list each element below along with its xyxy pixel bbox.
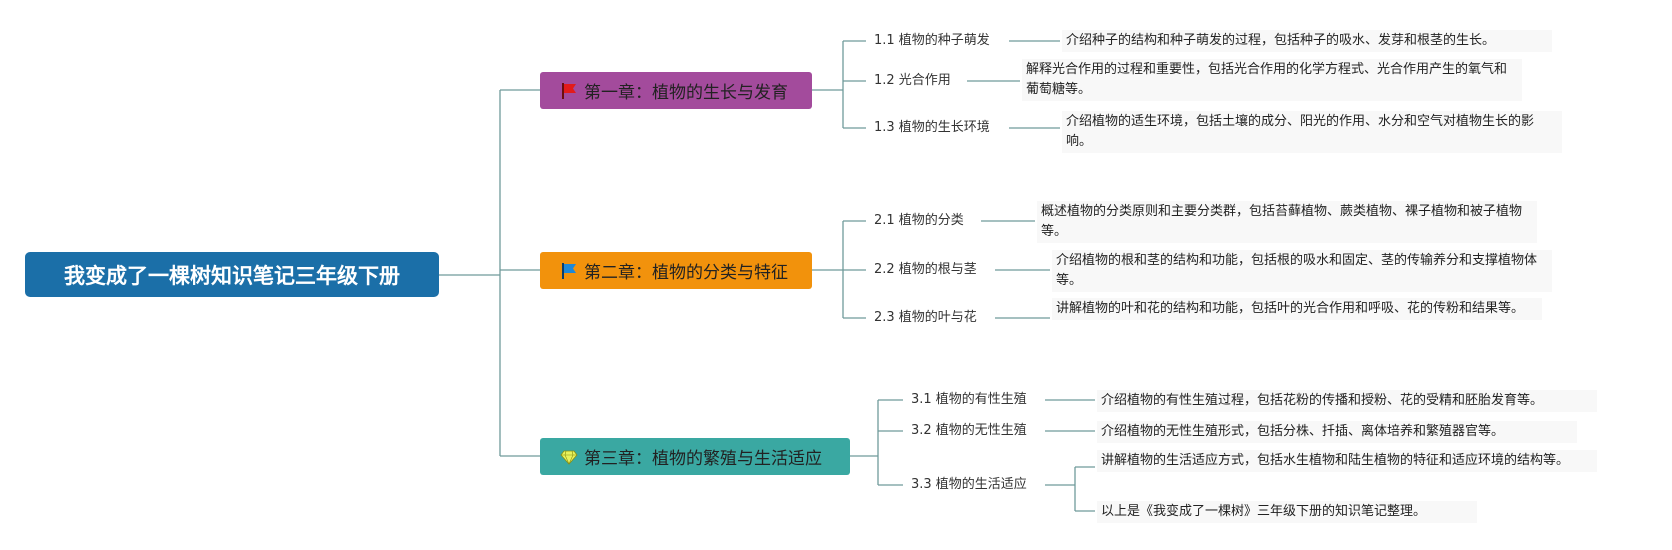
section-2-3[interactable]: 2.3 植物的叶与花 <box>874 310 977 325</box>
section-1-2[interactable]: 1.2 光合作用 <box>874 73 951 88</box>
section-2-2-description: 介绍植物的根和茎的结构和功能，包括根的吸水和固定、茎的传输养分和支撑植物体等。 <box>1052 250 1552 292</box>
chapter-1-node[interactable]: 第一章：植物的生长与发育 <box>540 72 812 109</box>
section-1-3[interactable]: 1.3 植物的生长环境 <box>874 120 990 135</box>
blue-flag-icon <box>558 260 580 282</box>
section-3-1[interactable]: 3.1 植物的有性生殖 <box>911 392 1027 407</box>
section-3-2-description: 介绍植物的无性生殖形式，包括分株、扦插、离体培养和繁殖器官等。 <box>1097 421 1577 443</box>
red-flag-icon <box>558 80 580 102</box>
section-2-3-description: 讲解植物的叶和花的结构和功能，包括叶的光合作用和呼吸、花的传粉和结果等。 <box>1052 298 1542 320</box>
section-2-2[interactable]: 2.2 植物的根与茎 <box>874 262 977 277</box>
section-1-1[interactable]: 1.1 植物的种子萌发 <box>874 33 990 48</box>
summary-note: 以上是《我变成了一棵树》三年级下册的知识笔记整理。 <box>1097 501 1477 523</box>
section-3-2[interactable]: 3.2 植物的无性生殖 <box>911 423 1027 438</box>
section-1-1-description: 介绍种子的结构和种子萌发的过程，包括种子的吸水、发芽和根茎的生长。 <box>1062 30 1552 52</box>
section-3-1-description: 介绍植物的有性生殖过程，包括花粉的传播和授粉、花的受精和胚胎发育等。 <box>1097 390 1597 412</box>
section-3-3[interactable]: 3.3 植物的生活适应 <box>911 477 1027 492</box>
root-topic[interactable]: 我变成了一棵树知识笔记三年级下册 <box>25 252 439 297</box>
root-topic-label: 我变成了一棵树知识笔记三年级下册 <box>64 263 400 288</box>
chapter-2-node[interactable]: 第二章：植物的分类与特征 <box>540 252 812 289</box>
chapter-2-label: 第二章：植物的分类与特征 <box>584 263 788 283</box>
section-1-2-description: 解释光合作用的过程和重要性，包括光合作用的化学方程式、光合作用产生的氧气和葡萄糖… <box>1022 59 1522 101</box>
chapter-3-node[interactable]: 第三章：植物的繁殖与生活适应 <box>540 438 850 475</box>
section-3-3-description: 讲解植物的生活适应方式，包括水生植物和陆生植物的特征和适应环境的结构等。 <box>1097 450 1597 472</box>
chapter-1-label: 第一章：植物的生长与发育 <box>584 83 788 103</box>
chapter-3-label: 第三章：植物的繁殖与生活适应 <box>584 449 822 469</box>
section-2-1-description: 概述植物的分类原则和主要分类群，包括苔藓植物、蕨类植物、裸子植物和被子植物等。 <box>1037 201 1537 243</box>
section-2-1[interactable]: 2.1 植物的分类 <box>874 213 964 228</box>
diamond-icon <box>558 446 580 468</box>
section-1-3-description: 介绍植物的适生环境，包括土壤的成分、阳光的作用、水分和空气对植物生长的影响。 <box>1062 111 1562 153</box>
